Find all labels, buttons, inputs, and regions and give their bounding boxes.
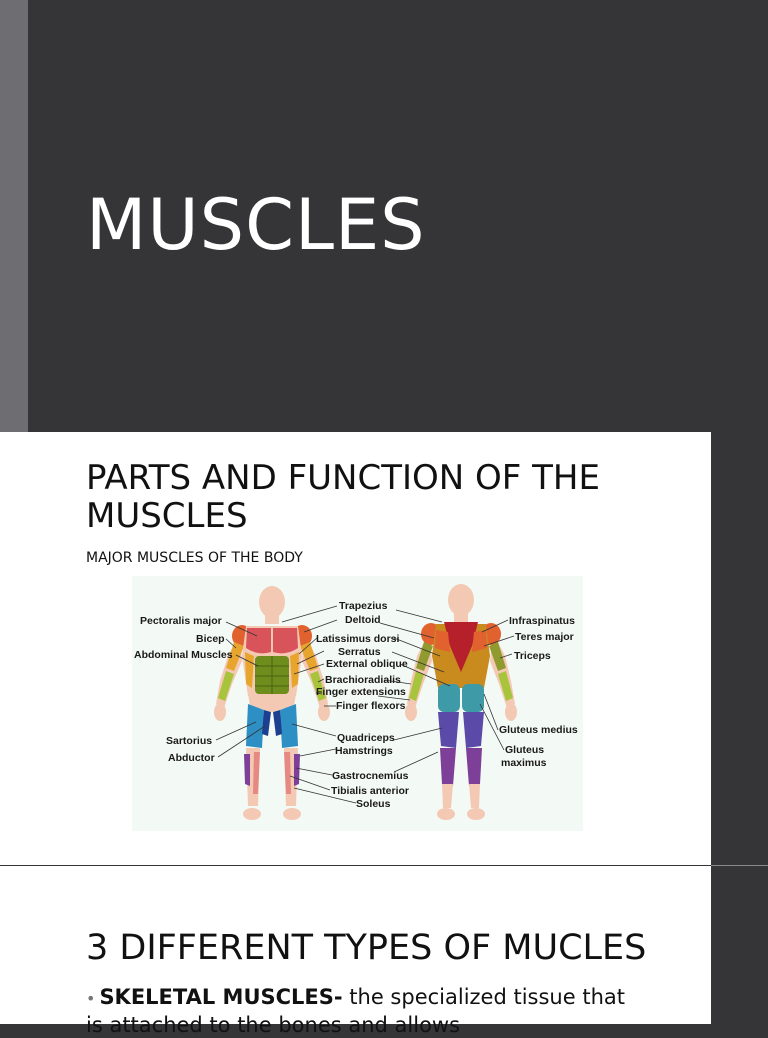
slide-subheading: MAJOR MUSCLES OF THE BODY bbox=[86, 550, 303, 566]
slide-edge-strip-2 bbox=[711, 866, 768, 1024]
label-deltoid: Deltoid bbox=[345, 614, 381, 626]
back-body-figure bbox=[405, 584, 517, 820]
label-bicep: Bicep bbox=[196, 633, 225, 645]
label-abductor: Abductor bbox=[168, 752, 215, 764]
bullet-skeletal-muscles: •SKELETAL MUSCLES- the specialized tissu… bbox=[86, 984, 646, 1038]
muscle-diagram-svg: Pectoralis major Bicep Abdominal Muscles… bbox=[134, 584, 578, 820]
label-abdominal-muscles: Abdominal Muscles bbox=[134, 649, 233, 661]
label-infraspinatus: Infraspinatus bbox=[509, 615, 575, 627]
label-soleus: Soleus bbox=[356, 798, 391, 810]
title-slide: MUSCLES bbox=[0, 0, 768, 432]
slide-edge-strip bbox=[711, 432, 768, 865]
muscle-diagram: Pectoralis major Bicep Abdominal Muscles… bbox=[132, 576, 583, 831]
label-pectoralis-major: Pectoralis major bbox=[140, 615, 222, 627]
front-body-figure bbox=[214, 586, 330, 820]
content-slide: PARTS AND FUNCTION OF THE MUSCLES MAJOR … bbox=[0, 432, 711, 865]
slide-divider bbox=[711, 865, 768, 866]
slide-heading-types: 3 DIFFERENT TYPES OF MUCLES bbox=[86, 928, 647, 968]
leader-lines bbox=[215, 605, 515, 804]
label-finger-flexors: Finger flexors bbox=[336, 700, 406, 712]
content-slide-types: 3 DIFFERENT TYPES OF MUCLES •SKELETAL MU… bbox=[0, 866, 711, 1037]
label-serratus: Serratus bbox=[338, 646, 381, 658]
label-trapezius: Trapezius bbox=[339, 600, 388, 612]
back-right-labels: Infraspinatus Teres major Triceps Gluteu… bbox=[499, 615, 578, 769]
accent-bar bbox=[0, 0, 28, 432]
label-sartorius: Sartorius bbox=[166, 735, 212, 747]
center-labels: Trapezius Deltoid Latissimus dorsi Serra… bbox=[316, 600, 409, 810]
label-hamstrings: Hamstrings bbox=[335, 745, 393, 757]
label-tibialis-anterior: Tibialis anterior bbox=[331, 785, 409, 797]
label-finger-extensions: Finger extensions bbox=[316, 686, 406, 698]
label-external-oblique: External oblique bbox=[326, 658, 408, 670]
front-left-labels: Pectoralis major Bicep Abdominal Muscles… bbox=[134, 615, 233, 764]
bullet-dot: • bbox=[86, 989, 96, 1008]
label-latissimus-dorsi: Latissimus dorsi bbox=[316, 633, 400, 645]
label-maximus: maximus bbox=[501, 757, 547, 769]
label-triceps: Triceps bbox=[514, 650, 551, 662]
label-quadriceps: Quadriceps bbox=[337, 732, 395, 744]
label-brachioradialis: Brachioradialis bbox=[325, 674, 401, 686]
label-gastrocnemius: Gastrocnemius bbox=[332, 770, 409, 782]
bullet-term: SKELETAL MUSCLES- bbox=[99, 985, 343, 1009]
label-teres-major: Teres major bbox=[515, 631, 574, 643]
slide-title: MUSCLES bbox=[86, 184, 426, 266]
slide-heading: PARTS AND FUNCTION OF THE MUSCLES bbox=[86, 458, 600, 536]
label-gluteus: Gluteus bbox=[505, 744, 544, 756]
label-gluteus-medius: Gluteus medius bbox=[499, 724, 578, 736]
